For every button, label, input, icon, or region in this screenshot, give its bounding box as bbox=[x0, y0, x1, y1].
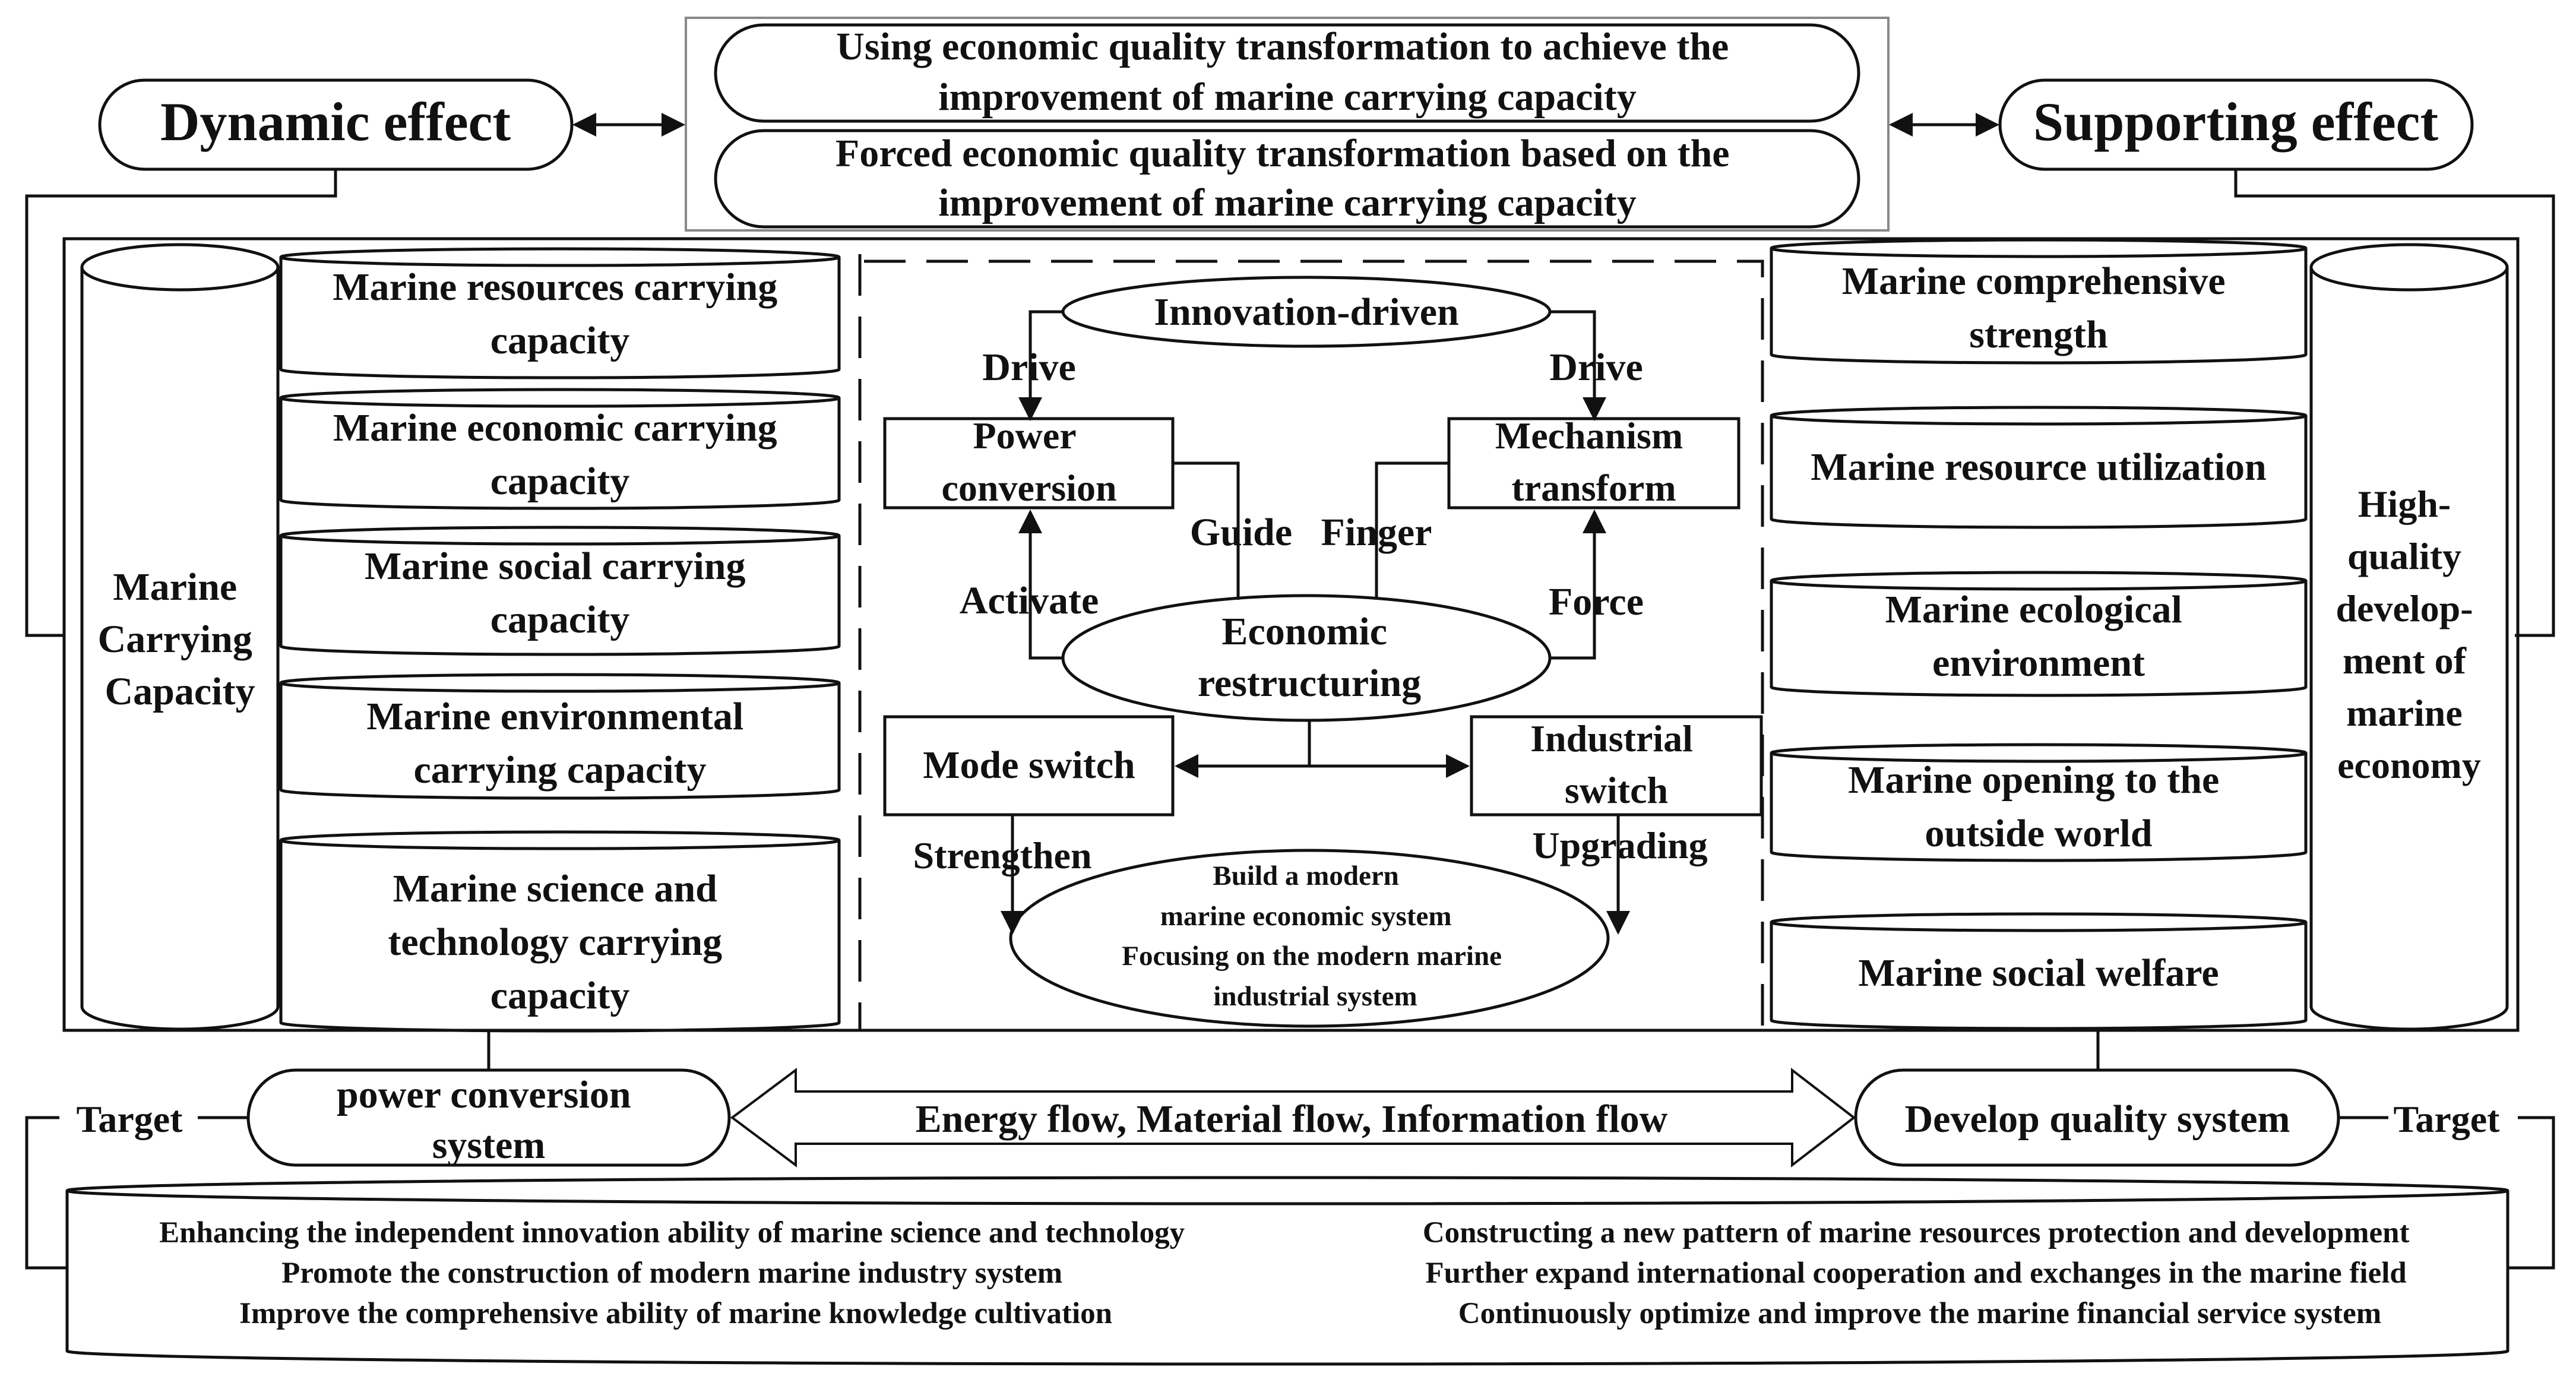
bottom-left-goals: Enhancing the independent innovation abi… bbox=[159, 1216, 1192, 1330]
target-right-connector bbox=[2509, 1116, 2555, 1270]
drive-left-label: Drive bbox=[982, 346, 1076, 389]
dynamic-effect-label: Dynamic effect bbox=[160, 91, 511, 152]
modern-system-ellipse bbox=[1009, 849, 1610, 1028]
right-main-label: High- quality develop- ment of marine ec… bbox=[2336, 483, 2482, 786]
mode-switch-label: Mode switch bbox=[923, 743, 1135, 787]
top-item-1-text: Using economic quality transformation to… bbox=[836, 25, 1739, 119]
finger-label: Finger bbox=[1321, 511, 1432, 554]
right-item-5-label: Marine social welfare bbox=[1858, 951, 2219, 995]
left-item-4-label: Marine environmental carrying capacity bbox=[366, 695, 753, 792]
right-item-2-label: Marine resource utilization bbox=[1811, 445, 2266, 489]
left-item-1-label: Marine resources carrying capacity bbox=[333, 265, 787, 362]
left-cylinder-1 bbox=[279, 247, 841, 379]
left-cylinder-5 bbox=[279, 830, 841, 1033]
left-main-label: Marine Carrying Capacity bbox=[98, 565, 262, 713]
top-item-2-pill bbox=[714, 129, 1860, 229]
flows-double-arrow bbox=[730, 1067, 1856, 1168]
target-right-label: Target bbox=[2394, 1098, 2501, 1140]
right-cylinder-5 bbox=[1770, 912, 2308, 1030]
flows-label: Energy flow, Material flow, Information … bbox=[916, 1097, 1668, 1141]
drive-right-label: Drive bbox=[1549, 346, 1643, 389]
upgrading-label: Upgrading bbox=[1532, 824, 1707, 866]
target-left-connector bbox=[25, 1116, 67, 1270]
right-item-4-label: Marine opening to the outside world bbox=[1848, 758, 2229, 855]
left-cylinder-2 bbox=[279, 388, 841, 510]
industrial-switch-label: Industrial switch bbox=[1530, 717, 1702, 811]
supporting-effect-label: Supporting effect bbox=[2033, 91, 2439, 152]
mode-switch-box bbox=[883, 715, 1175, 817]
center-dashed-region bbox=[858, 254, 1764, 1032]
top-item-2-text: Forced economic quality transformation b… bbox=[836, 132, 1739, 224]
left-item-5-label: Marine science and technology carrying c… bbox=[388, 867, 732, 1017]
activate-line bbox=[1018, 510, 1063, 660]
power-conversion-system-label: power conversion system bbox=[337, 1073, 641, 1167]
modern-system-label: Build a modern marine economic system Fo… bbox=[1122, 860, 1508, 1012]
strengthen-label: Strengthen bbox=[913, 834, 1091, 877]
power-conversion-label: Power conversion bbox=[941, 415, 1116, 509]
right-cylinder-1 bbox=[1770, 238, 2308, 365]
guide-label: Guide bbox=[1190, 511, 1292, 554]
right-item-3-label: Marine ecological environment bbox=[1885, 588, 2192, 685]
left-item-2-label: Marine economic carrying capacity bbox=[333, 406, 787, 503]
dynamic-connector bbox=[25, 169, 337, 637]
force-line bbox=[1550, 510, 1606, 660]
top-item-1-pill bbox=[714, 23, 1860, 123]
develop-quality-system-label: Develop quality system bbox=[1905, 1097, 2290, 1141]
innovation-left-line bbox=[1018, 310, 1063, 421]
activate-label: Activate bbox=[960, 579, 1099, 622]
left-main-cylinder bbox=[80, 243, 280, 1031]
industrial-switch-box bbox=[1470, 715, 1763, 817]
right-cylinder-2 bbox=[1770, 406, 2308, 529]
left-cylinder-3 bbox=[279, 526, 841, 656]
left-item-3-label: Marine social carrying capacity bbox=[365, 545, 755, 641]
economic-restructuring-label: Economic restructuring bbox=[1198, 610, 1421, 705]
innovation-right-line bbox=[1550, 310, 1606, 421]
mechanism-transform-label: Mechanism transform bbox=[1495, 415, 1692, 509]
bottom-cylinder bbox=[65, 1176, 2509, 1366]
guide-line bbox=[1173, 461, 1240, 600]
right-cylinder-4 bbox=[1770, 743, 2308, 862]
top-center-frame bbox=[685, 17, 1890, 232]
finger-line bbox=[1375, 461, 1449, 600]
right-main-cylinder bbox=[2309, 243, 2509, 1031]
bottom-right-goals: Constructing a new pattern of marine res… bbox=[1423, 1216, 2417, 1330]
right-item-1-label: Marine comprehensive strength bbox=[1842, 260, 2235, 356]
right-cylinder-3 bbox=[1770, 571, 2308, 697]
supporting-connector bbox=[2234, 169, 2555, 637]
innovation-label: Innovation-driven bbox=[1154, 290, 1458, 334]
force-label: Force bbox=[1549, 580, 1644, 624]
target-left-label: Target bbox=[77, 1098, 183, 1140]
left-cylinder-4 bbox=[279, 673, 841, 800]
